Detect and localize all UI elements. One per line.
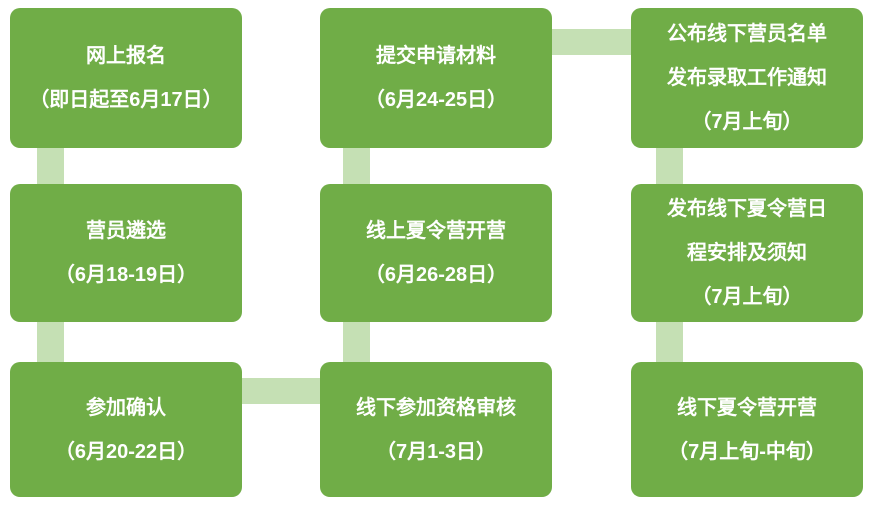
connector-col2-step1-step2 xyxy=(343,142,370,190)
step-title: 线下参加资格审核 xyxy=(356,396,516,419)
connector-col1-step2-step3 xyxy=(37,316,64,368)
step-title: 提交申请材料 xyxy=(376,45,496,67)
step-date: （7月上旬-中旬） xyxy=(668,440,826,463)
flow-step-online-camp-opening: 线上夏令营开营 （6月26-28日） xyxy=(320,184,552,322)
connector-col1-step1-step2 xyxy=(37,142,64,190)
step-title-2: 程安排及须知 xyxy=(687,242,807,264)
step-date: （6月26-28日） xyxy=(364,264,508,286)
step-date: （即日起至6月17日） xyxy=(29,89,223,111)
flow-step-offline-camp-opening: 线下夏令营开营 （7月上旬-中旬） xyxy=(631,362,863,497)
flow-step-offline-schedule-release: 发布线下夏令营日 程安排及须知 （7月上旬） xyxy=(631,184,863,322)
step-title: 线上夏令营开营 xyxy=(366,220,506,242)
flow-step-offline-qualification-review: 线下参加资格审核 （7月1-3日） xyxy=(320,362,552,497)
step-title: 营员遴选 xyxy=(86,220,166,242)
step-title: 线下夏令营开营 xyxy=(677,396,817,419)
step-date: （7月1-3日） xyxy=(375,440,497,463)
flow-step-online-registration: 网上报名 （即日起至6月17日） xyxy=(10,8,242,148)
step-date: （6月24-25日） xyxy=(364,89,508,111)
step-title: 发布线下夏令营日 xyxy=(667,198,827,220)
flow-step-participation-confirmation: 参加确认 （6月20-22日） xyxy=(10,362,242,497)
step-title: 网上报名 xyxy=(86,45,166,67)
connector-col2-step2-step3 xyxy=(343,316,370,368)
flow-step-announce-offline-list: 公布线下营员名单 发布录取工作通知 （7月上旬） xyxy=(631,8,863,148)
step-title: 参加确认 xyxy=(86,396,166,419)
connector-top-col2-col3 xyxy=(546,29,638,55)
step-date: （7月上旬） xyxy=(691,111,803,133)
step-title-2: 发布录取工作通知 xyxy=(667,67,827,89)
connector-col3-step2-step3 xyxy=(656,316,683,368)
step-title: 公布线下营员名单 xyxy=(667,23,827,45)
step-date: （7月上旬） xyxy=(691,286,803,308)
flow-step-camper-selection: 营员遴选 （6月18-19日） xyxy=(10,184,242,322)
step-date: （6月20-22日） xyxy=(54,440,198,463)
connector-col3-step1-step2 xyxy=(656,142,683,190)
step-date: （6月18-19日） xyxy=(54,264,198,286)
flow-step-submit-materials: 提交申请材料 （6月24-25日） xyxy=(320,8,552,148)
connector-bottom-col1-col2 xyxy=(236,378,328,404)
